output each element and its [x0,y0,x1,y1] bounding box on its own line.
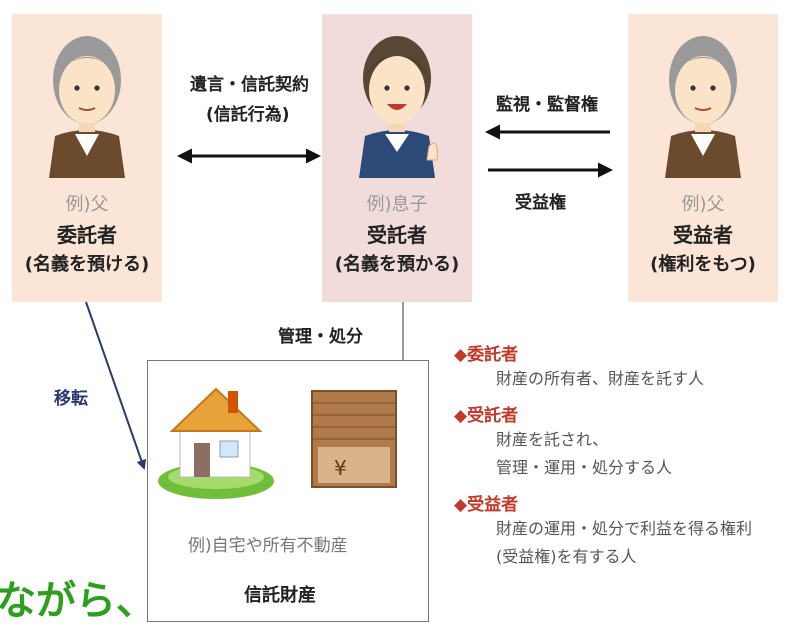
cropped-heading-text: ながら、 [0,578,156,624]
trustee-role: 受託者 [367,223,427,247]
elderly-man-icon [665,36,741,178]
beneficiary-role: 受益者 [673,223,733,247]
beneficiary-example: 例)父 [681,194,725,215]
legend-head: ◆委託者 [454,345,519,365]
son-icon [359,36,438,178]
legend-desc: (受益権)を有する人 [496,547,637,566]
manage-dispose-label: 管理・処分 [278,327,363,347]
settlor-panel: 例)父 委託者 (名義を預ける) [12,14,162,302]
trustee-example: 例)息子 [366,194,428,215]
connector-layer [85,124,613,470]
elderly-man-icon [49,36,125,178]
legend-desc: 財産を託され、 [496,430,609,449]
legend-head: ◆受益者 [454,495,519,515]
house-icon [158,387,274,499]
beneficiary-note: (権利をもつ) [650,254,756,275]
settlor-example: 例)父 [65,194,109,215]
transfer-arrow [85,301,147,470]
legend-desc: 財産の所有者、財産を託す人 [496,369,705,388]
legend-item-beneficiary: ◆受益者 財産の運用・処分で利益を得る権利 (受益権)を有する人 [454,490,784,571]
beneficiary-panel: 例)父 受益者 (権利をもつ) [628,14,778,302]
trust-property-box: ¥ 例)自宅や所有不動産 信託財産 [147,360,429,622]
legend-desc: 管理・運用・処分する人 [496,458,673,477]
contract-label: 遺言・信託契約 [190,75,309,95]
trust-act-label: (信託行為) [206,105,290,125]
property-title: 信託財産 [244,585,316,606]
legend-head: ◆受託者 [454,406,519,426]
trustee-note: (名義を預かる) [334,254,460,275]
transfer-label: 移転 [54,389,88,409]
role-legend: ◆委託者 財産の所有者、財産を託す人 ◆受託者 財産を託され、 管理・運用・処分… [454,340,784,579]
beneficial-right-label: 受益権 [515,193,566,213]
money-stack-icon: ¥ [311,390,397,488]
settlor-role: 委託者 [57,223,117,247]
legend-item-trustee: ◆受託者 財産を託され、 管理・運用・処分する人 [454,401,784,482]
oversight-label: 監視・監督権 [496,95,598,115]
legend-desc: 財産の運用・処分で利益を得る権利 [496,519,753,538]
settlor-note: (名義を預ける) [24,254,150,275]
property-example: 例)自宅や所有不動産 [188,536,348,556]
legend-item-settlor: ◆委託者 財産の所有者、財産を託す人 [454,340,784,393]
trustee-panel: 例)息子 受託者 (名義を預かる) [322,14,472,302]
svg-text:¥: ¥ [334,456,347,480]
